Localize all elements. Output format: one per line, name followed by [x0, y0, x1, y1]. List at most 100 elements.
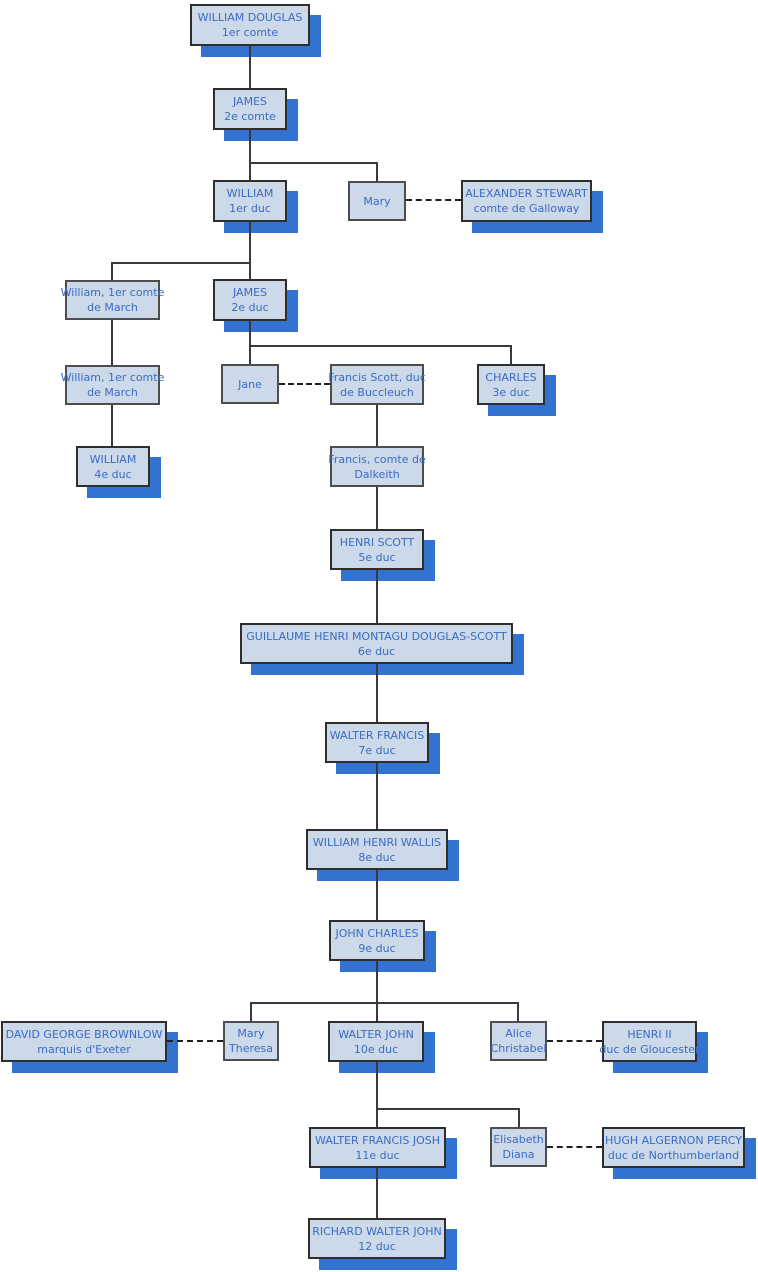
node-title: Dalkeith: [354, 467, 400, 481]
tree-node-william-douglas-1er-comte: WILLIAM DOUGLAS 1er comte: [190, 4, 310, 46]
node-name: WILLIAM: [89, 452, 137, 466]
tree-node-william-1er-duc: WILLIAM 1er duc: [213, 180, 287, 222]
tree-node-william-4e-duc: WILLIAM 4e duc: [76, 446, 150, 487]
node-title: de March: [87, 386, 138, 399]
node-title: de Buccleuch: [340, 385, 414, 399]
marriage-line: [547, 1146, 602, 1148]
descent-line: [518, 1108, 520, 1127]
node-name: GUILLAUME HENRI MONTAGU DOUGLAS-SCOTT: [246, 629, 507, 643]
descent-line: [249, 130, 251, 180]
node-title: duc de Northumberland: [607, 1148, 740, 1162]
marriage-line: [279, 383, 330, 385]
node-name: Alice: [505, 1027, 532, 1040]
descent-rail: [249, 162, 378, 164]
tree-node-henri-ii: HENRI II duc de Gloucester: [599, 1021, 700, 1062]
node-name: CHARLES: [485, 370, 537, 384]
node-name: Jane: [238, 377, 262, 391]
descent-line: [376, 570, 378, 623]
descent-rail: [376, 1108, 520, 1110]
node-title: 11e duc: [355, 1148, 400, 1162]
tree-node-elisabeth-diana: Elisabeth Diana: [490, 1127, 547, 1167]
descent-line: [376, 162, 378, 181]
descent-line: [517, 1002, 519, 1021]
descent-line: [376, 763, 378, 829]
tree-node-guillaume-6e-duc: GUILLAUME HENRI MONTAGU DOUGLAS-SCOTT 6e…: [240, 623, 513, 664]
tree-node-alice-christabel: Alice Christabel: [490, 1021, 547, 1061]
tree-node-mary-theresa: Mary Theresa: [223, 1021, 279, 1061]
node-name: Francis, comte de: [328, 452, 426, 466]
descent-line: [376, 961, 378, 1021]
tree-node-jane: Jane: [221, 364, 279, 404]
tree-node-francis-comte-de-dalkeith: Francis, comte de Dalkeith: [328, 446, 426, 487]
node-title: 6e duc: [357, 644, 396, 658]
node-title: comte de Galloway: [473, 202, 580, 215]
node-title: Diana: [502, 1148, 535, 1161]
node-name: JAMES: [233, 286, 267, 299]
node-name: JAMES: [233, 95, 267, 108]
tree-node-william-henri-wallis-8e-duc: WILLIAM HENRI WALLIS 8e duc: [306, 829, 448, 870]
descent-line: [111, 405, 113, 446]
node-title: 2e comte: [224, 110, 276, 123]
node-title: 5e duc: [358, 550, 396, 564]
tree-node-alexander-stewart: ALEXANDER STEWART comte de Galloway: [461, 180, 592, 222]
node-name: WILLIAM DOUGLAS: [197, 11, 303, 24]
tree-node-james-2e-comte: JAMES 2e comte: [213, 88, 287, 130]
node-name: ALEXANDER STEWART: [465, 187, 588, 200]
node-title: Theresa: [229, 1042, 273, 1055]
descent-line: [376, 1062, 378, 1127]
descent-rail: [111, 262, 251, 264]
node-title: 9e duc: [358, 941, 396, 955]
tree-node-james-2e-duc: JAMES 2e duc: [213, 279, 287, 321]
node-name: HENRI II: [627, 1027, 672, 1041]
node-name: HUGH ALGERNON PERCY: [605, 1133, 742, 1147]
node-title: 2e duc: [231, 301, 269, 314]
tree-node-francis-scott-duc-de-buccleuch: Francis Scott, duc de Buccleuch: [328, 364, 426, 405]
node-title: 3e duc: [492, 385, 530, 399]
tree-node-walter-francis-7e-duc: WALTER FRANCIS 7e duc: [325, 722, 429, 763]
node-name: WALTER JOHN: [338, 1027, 414, 1041]
descent-line: [250, 1002, 252, 1021]
tree-node-william-1er-comte-de-march-a: William, 1er comte de March: [61, 280, 164, 320]
node-name: William, 1er comte: [60, 286, 165, 299]
descent-line: [111, 262, 113, 280]
node-title: de March: [87, 301, 138, 314]
tree-node-walter-john-10e-duc: WALTER JOHN 10e duc: [328, 1021, 424, 1062]
node-name: WALTER FRANCIS: [329, 728, 425, 742]
node-name: WILLIAM HENRI WALLIS: [312, 835, 442, 849]
descent-line: [510, 345, 512, 364]
node-title: 4e duc: [94, 467, 132, 481]
descent-rail: [250, 1002, 519, 1004]
descent-line: [249, 222, 251, 279]
node-name: William, 1er comte: [60, 371, 165, 384]
tree-node-hugh-algernon-percy: HUGH ALGERNON PERCY duc de Northumberlan…: [602, 1127, 745, 1168]
descent-line: [376, 664, 378, 722]
node-title: duc de Gloucester: [599, 1042, 700, 1056]
node-title: marquis d'Exeter: [37, 1042, 131, 1056]
node-title: 7e duc: [358, 743, 396, 757]
node-title: 8e duc: [358, 850, 396, 864]
tree-node-charles-3e-duc: CHARLES 3e duc: [477, 364, 545, 405]
node-title: 12 duc: [358, 1239, 396, 1253]
tree-node-henri-scott-5e-duc: HENRI SCOTT 5e duc: [330, 529, 424, 570]
marriage-line: [547, 1040, 602, 1042]
node-name: HENRI SCOTT: [339, 535, 415, 549]
tree-node-william-1er-comte-de-march-b: William, 1er comte de March: [61, 365, 164, 405]
marriage-line: [167, 1040, 223, 1042]
tree-node-mary: Mary: [348, 181, 406, 221]
tree-node-walter-francis-josh-11e-duc: WALTER FRANCIS JOSH 11e duc: [309, 1127, 446, 1168]
node-name: WALTER FRANCIS JOSH: [314, 1133, 441, 1147]
node-name: RICHARD WALTER JOHN: [312, 1224, 442, 1238]
descent-line: [376, 1168, 378, 1218]
tree-node-richard-walter-john-12-duc: RICHARD WALTER JOHN 12 duc: [308, 1218, 446, 1259]
descent-line: [376, 869, 378, 920]
descent-rail: [249, 345, 512, 347]
marriage-line: [406, 199, 461, 201]
node-title: Christabel: [490, 1042, 547, 1055]
node-name: Elisabeth: [493, 1133, 544, 1146]
descent-line: [249, 321, 251, 364]
node-name: Francis Scott, duc: [328, 370, 426, 384]
tree-node-john-charles-9e-duc: JOHN CHARLES 9e duc: [329, 920, 425, 961]
descent-line: [249, 46, 251, 88]
node-name: JOHN CHARLES: [335, 926, 419, 940]
